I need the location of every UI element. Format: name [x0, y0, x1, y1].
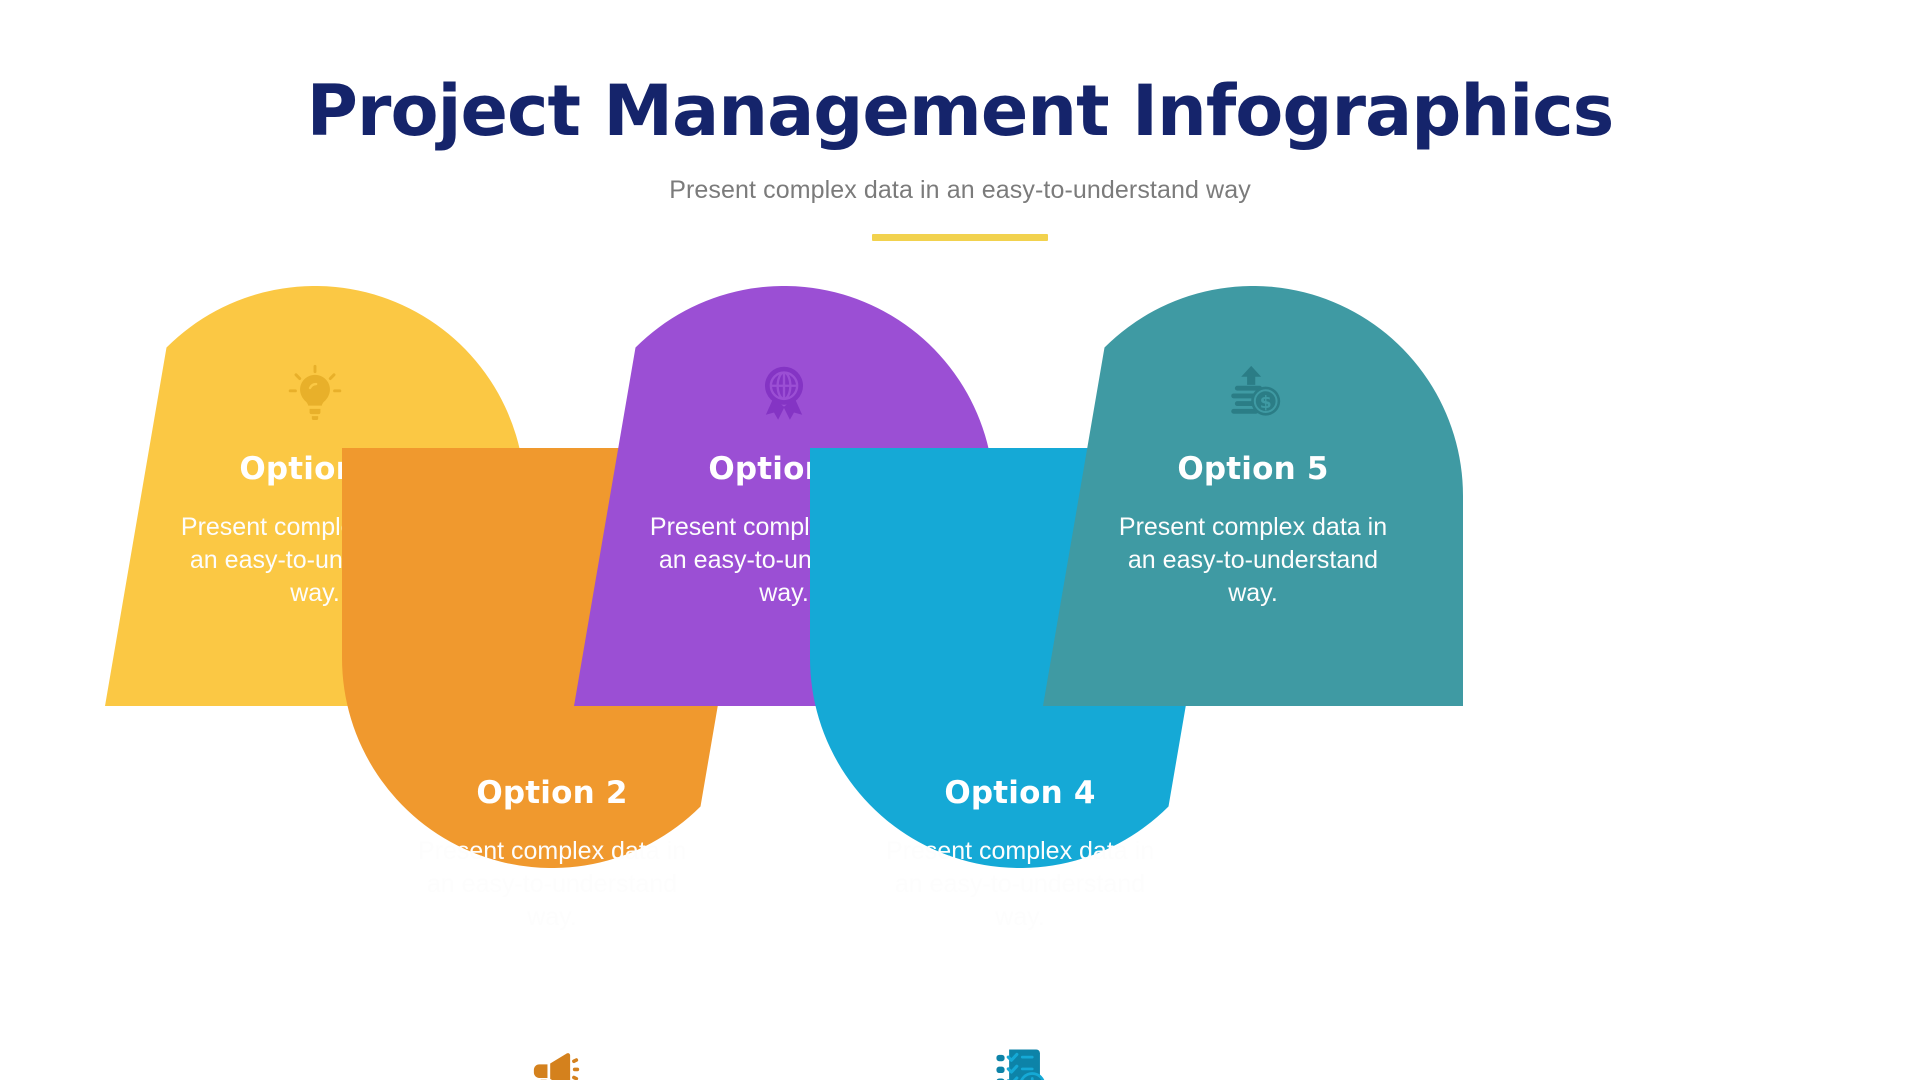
svg-text:$: $ — [1260, 393, 1272, 413]
slide-header: Project Management Infographics Present … — [0, 0, 1920, 241]
globe-award-icon — [574, 364, 994, 427]
lightbulb-icon — [105, 364, 525, 427]
accent-divider — [872, 234, 1048, 241]
checklist-clock-icon — [810, 1044, 1230, 1080]
petal-shape-5 — [1043, 286, 1463, 706]
page-title: Project Management Infographics — [306, 70, 1615, 152]
money-growth-icon: $ — [1043, 364, 1463, 427]
page-subtitle: Present complex data in an easy-to-under… — [669, 176, 1251, 204]
megaphone-icon — [342, 1044, 762, 1080]
option-card-5[interactable]: $ Option 5 Present complex data in an ea… — [1043, 286, 1463, 706]
